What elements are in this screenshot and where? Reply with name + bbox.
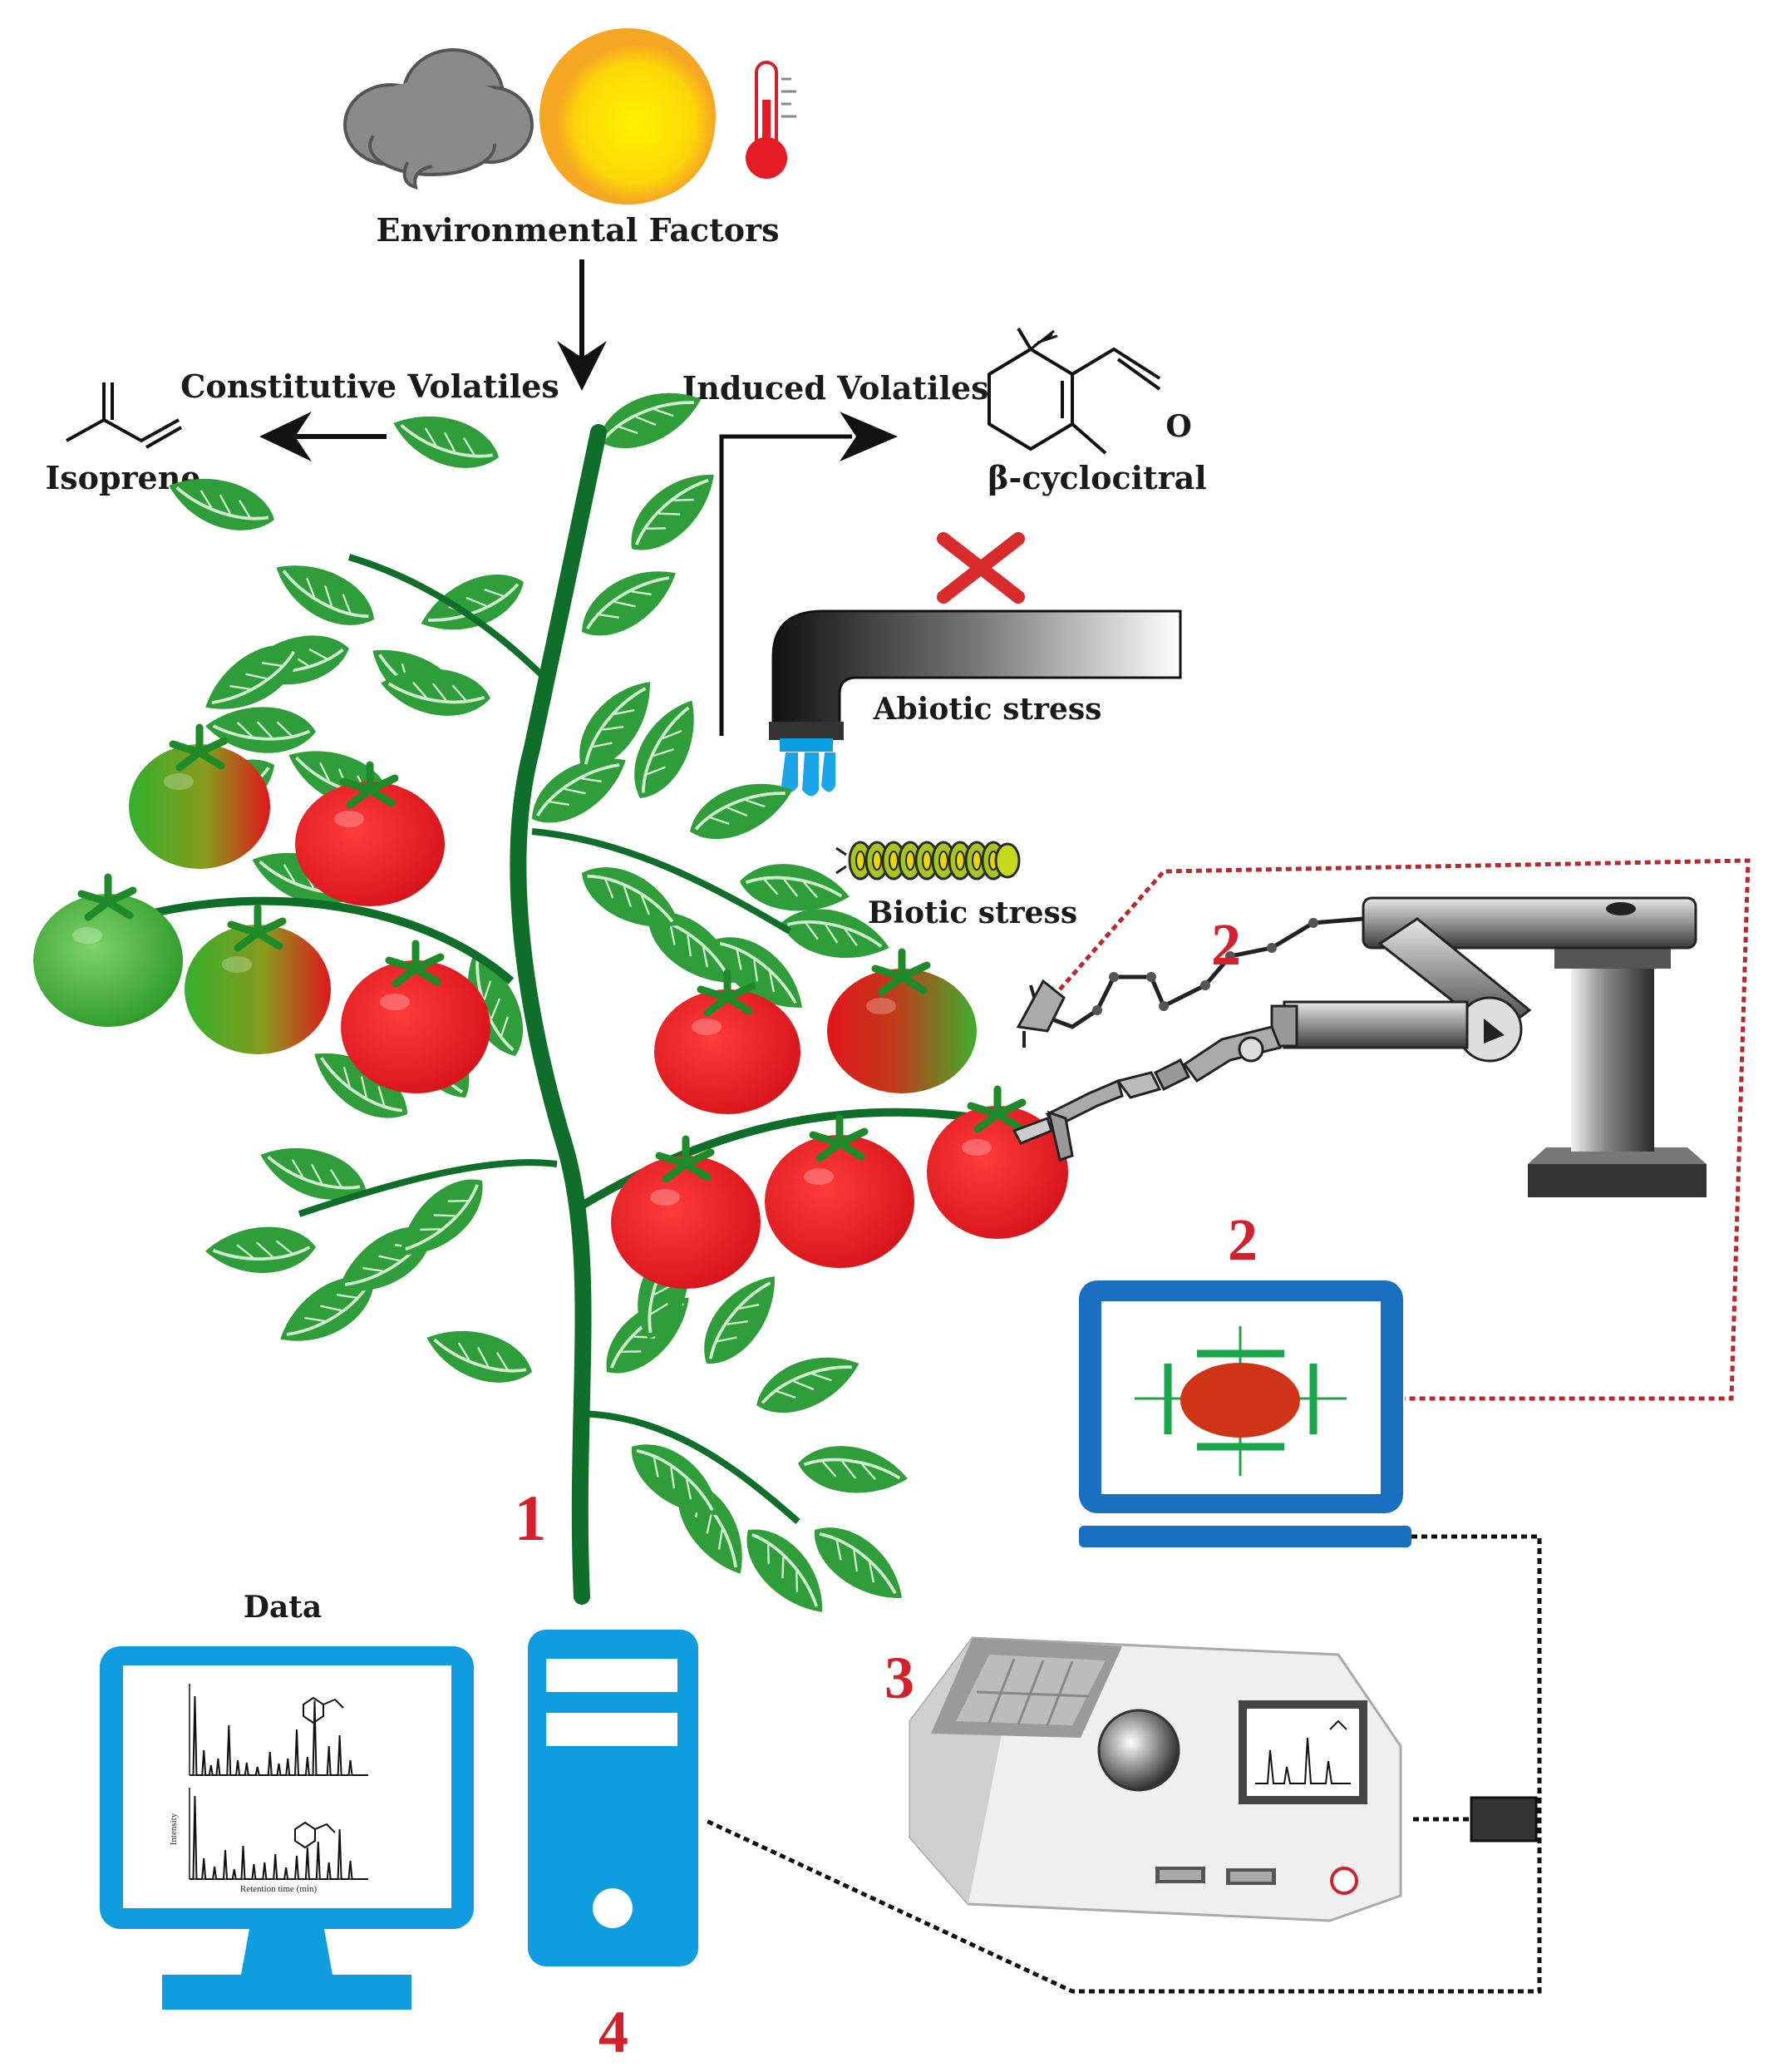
robot-arm-icon bbox=[1012, 896, 1707, 1197]
leaf bbox=[792, 1436, 914, 1504]
isoprene-structure bbox=[66, 382, 182, 449]
induced-arrow bbox=[719, 412, 898, 736]
leaf bbox=[746, 1341, 869, 1426]
leaf bbox=[567, 552, 690, 652]
leaf bbox=[411, 561, 534, 646]
chromatogram-y-label: Intensity bbox=[169, 1813, 179, 1845]
caterpillar-icon bbox=[835, 841, 1021, 881]
tomato bbox=[827, 952, 977, 1093]
tomato bbox=[33, 877, 183, 1027]
robot-number: 2 bbox=[1211, 911, 1241, 978]
data-label: Data bbox=[244, 1590, 323, 1625]
leaf bbox=[613, 456, 731, 566]
arrow-left bbox=[259, 412, 387, 461]
constitutive-volatiles-label: Constitutive Volatiles bbox=[180, 368, 559, 405]
plant-number: 1 bbox=[515, 1482, 547, 1554]
connector-plug bbox=[1470, 1796, 1538, 1843]
laptop-number: 2 bbox=[1228, 1206, 1258, 1273]
chromatogram bbox=[189, 1684, 368, 1880]
chromatogram-x-label: Retention time (min) bbox=[240, 1884, 318, 1894]
tomato bbox=[654, 973, 800, 1114]
tomato bbox=[295, 765, 445, 906]
biotic-stress-label: Biotic stress bbox=[868, 895, 1077, 930]
tomato bbox=[185, 908, 331, 1054]
leaf bbox=[204, 1225, 318, 1275]
beta-cyclocitral-structure bbox=[988, 327, 1161, 455]
leaf bbox=[251, 1130, 375, 1216]
laptop-icon bbox=[1079, 1280, 1411, 1547]
tomato bbox=[129, 728, 270, 869]
tomato bbox=[611, 1139, 761, 1289]
leaf bbox=[417, 1313, 541, 1399]
sun-icon bbox=[539, 28, 716, 205]
leaf bbox=[384, 398, 508, 484]
cross-mark bbox=[937, 532, 1025, 604]
thermometer-icon bbox=[746, 61, 796, 179]
abiotic-stress-label: Abiotic stress bbox=[873, 692, 1102, 727]
cloud-icon bbox=[343, 48, 534, 190]
arrow-down bbox=[557, 259, 607, 391]
analyzer-number: 3 bbox=[884, 1645, 914, 1711]
robot-laptop-link bbox=[1058, 858, 1751, 1401]
computer-number: 4 bbox=[598, 1999, 628, 2065]
desktop-tower-icon bbox=[528, 1630, 698, 1966]
tomato bbox=[765, 1118, 914, 1268]
beta-cyclocitral-label: β-cyclocitral bbox=[988, 459, 1206, 496]
tomato bbox=[341, 944, 490, 1093]
monitor-icon bbox=[100, 1646, 474, 2010]
tomato-plant bbox=[33, 377, 1068, 1630]
oxygen-atom-label: O bbox=[1165, 409, 1191, 444]
laptop-analyzer-link bbox=[705, 1534, 1542, 1994]
induced-volatiles-label: Induced Volatiles bbox=[682, 369, 988, 407]
faucet-icon bbox=[769, 609, 1182, 797]
analyzer-icon bbox=[909, 1636, 1402, 1922]
environmental-factors-label: Environmental Factors bbox=[377, 211, 780, 249]
